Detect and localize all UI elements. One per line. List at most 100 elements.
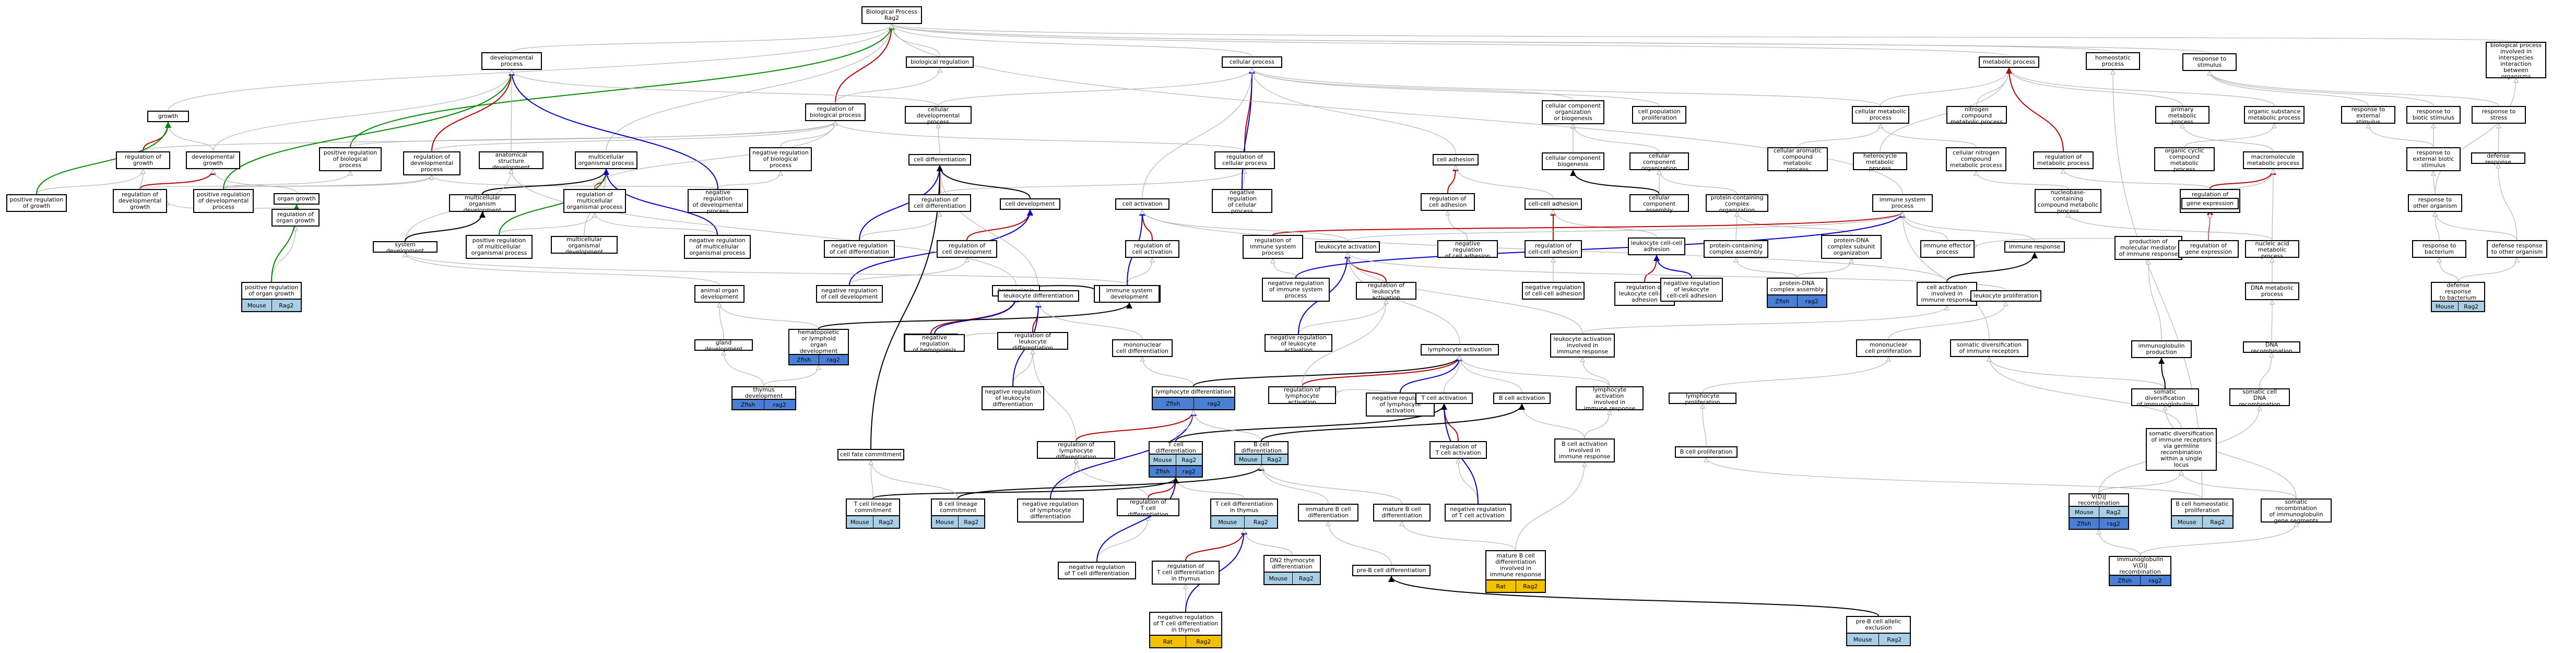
go-term-regcelldev[interactable]: regulation of cell development [937, 240, 997, 258]
go-term-immresp[interactable]: immune response [2004, 241, 2065, 253]
go-term-reglymphact[interactable]: regulation of lymphocyte activation [1268, 386, 1336, 406]
go-term-organgrowth[interactable]: organ growth [274, 193, 320, 205]
go-term-bp[interactable]: Biological Process Rag2 [861, 6, 922, 24]
go-term-rtes[interactable]: response to external stimulus [2341, 106, 2395, 125]
go-term-matbcelldiff[interactable]: mature B cell differentiation [1373, 504, 1431, 521]
go-term-pcco[interactable]: protein-containing complex organization [1706, 194, 1768, 213]
go-term-bcellprolif[interactable]: B cell proliferation [1675, 446, 1738, 458]
go-term-leukact[interactable]: leukocyte activation [1315, 241, 1380, 253]
go-term-devp[interactable]: developmental process [481, 52, 542, 70]
go-term-dnamp[interactable]: DNA metabolic process [2245, 282, 2299, 300]
go-term-somcelldna[interactable]: somatic cell DNA recombination [2229, 388, 2290, 408]
go-term-cellactimm[interactable]: cell activation involved in immune respo… [1917, 282, 1977, 306]
go-term-negregmop[interactable]: negative regulation of multicellular org… [684, 235, 751, 259]
go-term-sdivig[interactable]: somatic diversification of immunoglobuli… [2131, 388, 2199, 408]
go-term-negregcelldev[interactable]: negative regulation of cell development [816, 285, 883, 303]
go-term-leukactimm[interactable]: leukocyte activation involved in immune … [1550, 334, 1615, 358]
go-term-mononucprolif[interactable]: mononuclear cell proliferation [1856, 339, 1921, 357]
go-term-pcca[interactable]: protein-containing complex assembly [1704, 240, 1768, 258]
go-term-celldev[interactable]: cell development [1000, 198, 1060, 210]
go-term-leukcelladh[interactable]: leukocyte cell-cell adhesion [1628, 238, 1685, 255]
go-term-matbcellimm[interactable]: mature B cell differentiation involved i… [1485, 550, 1546, 593]
go-term-cellcco[interactable]: cellular component organization [1629, 152, 1689, 172]
go-term-negreghemo[interactable]: negative regulation of hemopoiesis [904, 334, 965, 353]
go-term-regcellcelladh[interactable]: regulation of cell-cell adhesion [1525, 240, 1582, 258]
go-term-rteb[interactable]: response to external biotic stimulus [2406, 147, 2461, 171]
go-term-negreglymphdiff[interactable]: negative regulation of lymphocyte differ… [1017, 498, 1084, 523]
go-term-ncmp[interactable]: nitrogen compound metabolic process [1946, 106, 2007, 125]
go-term-regmp[interactable]: regulation of metabolic process [2033, 151, 2094, 169]
go-term-regtcelldiff[interactable]: regulation of T cell differentiation [1117, 498, 1179, 518]
go-term-animalorgandev[interactable]: animal organ development [694, 285, 745, 303]
go-term-rtbs[interactable]: response to biotic stimulus [2406, 106, 2461, 124]
go-term-anatsd[interactable]: anatomical structure development [479, 151, 543, 171]
go-term-regcp[interactable]: regulation of cellular process [1214, 151, 1275, 169]
go-term-regtcelldiffthymus[interactable]: regulation of T cell differentiation in … [1152, 561, 1220, 585]
go-term-reglymphdiff[interactable]: regulation of lymphocyte differentiation [1037, 441, 1115, 460]
go-term-regcelladh[interactable]: regulation of cell adhesion [1421, 193, 1475, 211]
go-term-regbp[interactable]: regulation of biological process [805, 103, 866, 121]
go-term-lymphact[interactable]: lymphocyte activation [1421, 344, 1499, 355]
go-term-ccob[interactable]: cellular component organization or bioge… [1542, 100, 1604, 124]
go-term-prebcelldiff[interactable]: pre-B cell differentiation [1352, 565, 1431, 576]
go-term-iss[interactable]: immune system process [1872, 194, 1933, 212]
go-term-regdevgrowth[interactable]: regulation of developmental growth [113, 189, 167, 213]
go-term-geneexp[interactable]: gene expression [2181, 198, 2239, 209]
go-term-occmp[interactable]: organic cyclic compound metabolic proces… [2154, 147, 2215, 173]
go-term-regtcellact[interactable]: regulation of T cell activation [1429, 441, 1487, 459]
go-term-posregbp[interactable]: positive regulation of biological proces… [319, 147, 382, 171]
go-term-sysdev[interactable]: system development [373, 241, 438, 254]
go-term-negregleukcelladh[interactable]: negative regulation of leukocyte cell-ce… [1660, 278, 1723, 302]
go-term-ig_prod[interactable]: immunoglobulin production [2131, 340, 2192, 358]
go-term-ncccmp[interactable]: nucleobase-containing compound metabolic… [2035, 189, 2101, 215]
go-term-macmp[interactable]: macromolecule metabolic process [2243, 151, 2303, 169]
go-term-hemlymphorgan[interactable]: hematopoietic or lymphoid organ developm… [788, 329, 849, 365]
go-term-reggrowth[interactable]: regulation of growth [116, 151, 170, 169]
go-term-celladh[interactable]: cell adhesion [1433, 154, 1479, 165]
go-term-cp[interactable]: cellular process [1222, 56, 1282, 68]
go-term-leukprolif[interactable]: leukocyte proliferation [1970, 290, 2041, 302]
go-term-devgrowth[interactable]: developmental growth [186, 151, 240, 169]
go-term-negregcelladh[interactable]: negative regulation of cell adhesion [1437, 240, 1498, 259]
go-term-negregdevp[interactable]: negative regulation of developmental pro… [688, 189, 748, 215]
go-term-cmp[interactable]: cellular metabolic process [1852, 106, 1909, 124]
go-term-regleukdiff[interactable]: regulation of leukocyte differentiation [997, 332, 1068, 351]
go-term-tcellact[interactable]: T cell activation [1415, 393, 1473, 404]
go-term-breg[interactable]: biological regulation [906, 56, 974, 68]
go-term-immbcelldiff[interactable]: immature B cell differentiation [1298, 504, 1358, 521]
go-term-regorgangrowth[interactable]: regulation of organ growth [271, 209, 320, 227]
go-term-somrecig[interactable]: somatic recombination of immunoglobulin … [2261, 498, 2332, 524]
go-term-pmp[interactable]: primary metabolic process [2155, 106, 2209, 125]
go-term-posregmop[interactable]: positive regulation of multicellular org… [466, 235, 533, 259]
go-term-negregiss[interactable]: negative regulation of immune system pro… [1262, 278, 1330, 302]
go-term-defresp[interactable]: defense response [2471, 152, 2525, 165]
go-term-mp[interactable]: metabolic process [1979, 56, 2039, 68]
go-term-negregtcelldiff[interactable]: negative regulation of T cell differenti… [1058, 562, 1136, 579]
go-term-rtbact[interactable]: response to bacterium [2412, 240, 2466, 258]
go-term-glanddev[interactable]: gland development [694, 339, 753, 352]
go-term-mononuc[interactable]: mononuclear cell differentiation [1112, 339, 1173, 357]
go-term-sdivirgermline[interactable]: somatic diversification of immune recept… [2146, 428, 2217, 471]
go-term-defotherorg[interactable]: defense response to other organism [2487, 240, 2547, 258]
go-term-negregleukdiff[interactable]: negative regulation of leukocyte differe… [982, 386, 1044, 410]
go-term-camp[interactable]: cellular aromatic compound metabolic pro… [1767, 147, 1828, 173]
go-term-nucacid[interactable]: nucleic acid metabolic process [2245, 240, 2299, 259]
go-term-rts[interactable]: response to stimulus [2182, 53, 2237, 71]
go-term-regdevp[interactable]: regulation of developmental process [403, 151, 460, 175]
go-term-negregcp[interactable]: negative regulation of cellular process [1212, 189, 1272, 215]
go-term-cellact[interactable]: cell activation [1115, 198, 1169, 210]
go-term-hp[interactable]: homeostatic process [2086, 52, 2140, 70]
go-term-cellfate[interactable]: cell fate commitment [837, 449, 904, 460]
go-term-bpinter[interactable]: biological process involved in interspec… [2486, 42, 2546, 80]
go-term-bcellact[interactable]: B cell activation [1493, 393, 1551, 404]
